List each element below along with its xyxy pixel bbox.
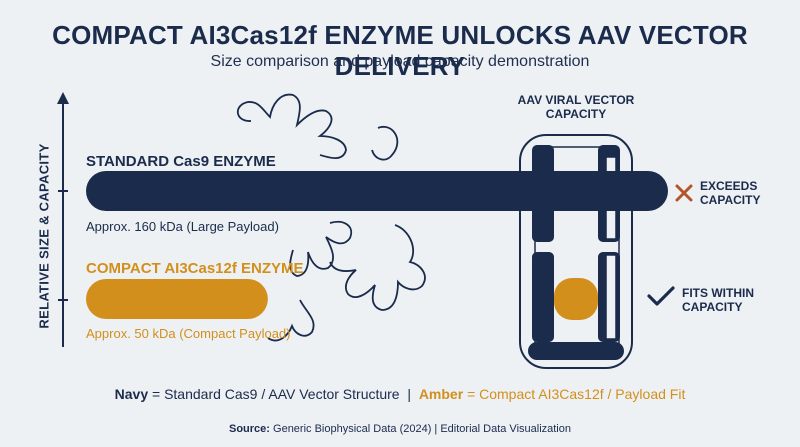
aav-wall-left-bottom — [532, 252, 554, 342]
series-name-standard: STANDARD Cas9 ENZYME — [86, 153, 276, 170]
bar-compact-payload-fit — [554, 278, 598, 320]
series-label-standard: Approx. 160 kDa (Large Payload) — [86, 219, 279, 234]
check-icon — [647, 286, 675, 306]
aav-cap-bottom — [528, 342, 624, 360]
source-note: Source: Generic Biophysical Data (2024) … — [0, 423, 800, 435]
bar-standard-cas9 — [86, 171, 668, 211]
aav-capacity-title: AAV VIRAL VECTOR CAPACITY — [517, 93, 635, 121]
legend-amber-key: Amber — [418, 386, 464, 402]
status-fits: FITS WITHIN CAPACITY — [682, 286, 754, 314]
aav-slot-bottom — [605, 254, 617, 340]
status-exceeds: EXCEEDS CAPACITY — [700, 179, 761, 207]
legend: Navy = Standard Cas9 / AAV Vector Struct… — [0, 386, 800, 402]
source-text: Generic Biophysical Data (2024) | Editor… — [273, 423, 571, 435]
y-axis-arrow — [57, 92, 69, 104]
legend-navy-text: = Standard Cas9 / AAV Vector Structure — [152, 386, 400, 402]
chart-title: COMPACT AI3Cas12f ENZYME UNLOCKS AAV VEC… — [52, 20, 748, 81]
virus-lower-outline — [267, 224, 426, 342]
chart-subtitle: Size comparison and payload capacity dem… — [210, 53, 590, 70]
legend-separator: | — [407, 386, 412, 402]
legend-amber-text: = Compact AI3Cas12f / Payload Fit — [467, 386, 686, 402]
series-name-compact: COMPACT AI3Cas12f ENZYME — [86, 260, 304, 277]
y-axis-label: RELATIVE SIZE & CAPACITY — [36, 143, 52, 329]
x-icon — [675, 184, 693, 202]
legend-navy-key: Navy — [114, 386, 149, 402]
bar-compact-ai3cas12f — [86, 279, 268, 319]
source-key: Source: — [228, 423, 270, 435]
virus-loop — [371, 125, 399, 161]
series-label-compact: Approx. 50 kDa (Compact Payload) — [86, 326, 291, 341]
virus-outline — [236, 93, 353, 277]
